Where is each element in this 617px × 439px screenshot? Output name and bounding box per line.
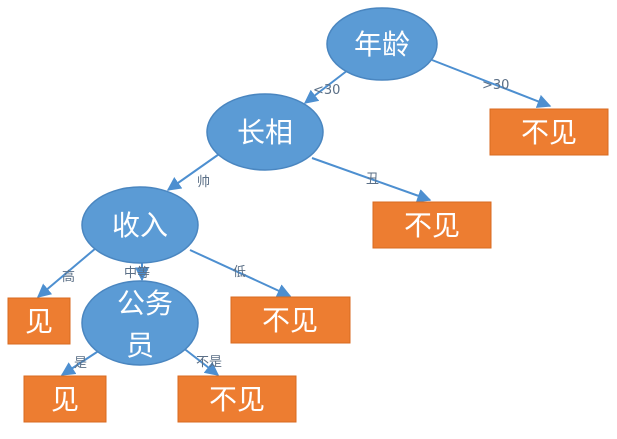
edge-label-no: 不是 [196, 355, 222, 370]
decision-node-income: 收入 [81, 186, 199, 264]
edge-label-gt30: >30 [482, 78, 509, 93]
edge-income-high [36, 247, 97, 298]
leaf-node-yes: 见 [23, 375, 107, 423]
leaf-node-ugly: 不见 [372, 201, 492, 249]
edge-label-handsome: 帅 [197, 175, 210, 190]
leaf-label-no: 不见 [209, 383, 265, 416]
edge-label-medium: 中等 [124, 265, 150, 281]
edge-label-low: 低 [233, 265, 246, 280]
edge-age-gt30 [431, 59, 552, 108]
node-label-income: 收入 [112, 209, 168, 242]
leaf-label-gt30: 不见 [521, 116, 577, 149]
leaf-label-low: 不见 [262, 304, 318, 337]
edge-age-looks [303, 69, 349, 104]
leaf-label-ugly: 不见 [404, 209, 460, 242]
edge-income-low [189, 249, 292, 298]
edge-looks-ugly [311, 157, 432, 203]
edge-label-ugly: 丑 [366, 172, 379, 187]
node-label-civil-servant-line1: 公务 [117, 287, 173, 320]
decision-node-age: 年龄 [326, 7, 438, 81]
leaf-node-no: 不见 [177, 375, 297, 423]
decision-node-civil-servant: 公务 员 [81, 280, 199, 366]
leaf-label-high: 见 [25, 305, 53, 338]
edge-civil-no [181, 346, 220, 376]
node-label-civil-servant-line2: 员 [126, 329, 154, 362]
decision-node-looks: 长相 [206, 93, 324, 171]
edge-label-lt30: <30 [313, 83, 340, 98]
leaf-label-yes: 见 [51, 383, 79, 416]
edge-looks-income [166, 151, 223, 191]
leaf-node-low: 不见 [230, 296, 351, 344]
leaf-node-high: 见 [7, 297, 71, 345]
node-label-looks: 长相 [237, 116, 293, 149]
edge-civil-yes [60, 349, 101, 376]
edge-label-high: 高 [62, 269, 75, 285]
node-label-age: 年龄 [354, 28, 410, 61]
edge-label-yes: 是 [74, 356, 87, 371]
leaf-node-gt30: 不见 [489, 108, 609, 156]
edge-labels: <30 >30 帅 丑 高 中等 低 是 不是 [62, 78, 509, 371]
